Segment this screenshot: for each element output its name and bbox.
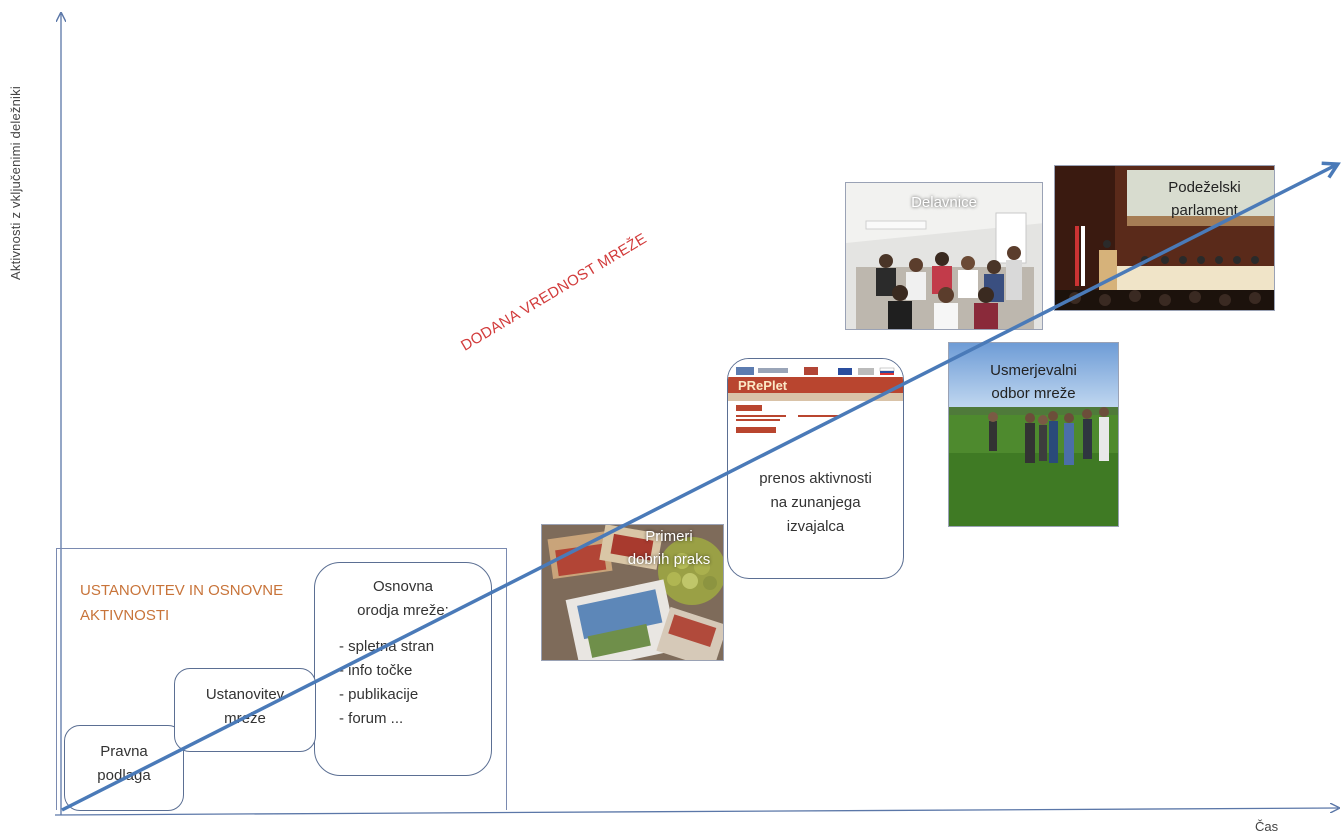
network-establishment-box: Ustanovitev mreže xyxy=(174,668,316,752)
rural-parliament-line1: Podeželski xyxy=(1168,179,1241,196)
network-establishment-line2: mreže xyxy=(224,710,266,727)
activity-transfer-line1: prenos aktivnosti xyxy=(759,470,872,487)
good-practice-label-line1: Primeri xyxy=(645,528,693,545)
rural-parliament-photo: Podeželski parlament xyxy=(1054,165,1275,311)
phase-label: USTANOVITEV IN OSNOVNE AKTIVNOSTI xyxy=(80,578,310,628)
tool-item: - info točke xyxy=(339,662,413,679)
phase-label-line2: AKTIVNOSTI xyxy=(80,607,170,624)
good-practice-label-line2: dobrih praks xyxy=(627,551,711,568)
steering-committee-line2: odbor mreže xyxy=(991,385,1076,402)
activity-transfer-box: PRePlet prenos aktivnosti na zunanjega i… xyxy=(727,358,904,579)
network-establishment-line1: Ustanovitev xyxy=(205,686,285,703)
x-axis-label: Čas xyxy=(1255,819,1279,834)
legal-basis-box: Pravna podlaga xyxy=(64,725,184,811)
legal-basis-line1: Pravna xyxy=(100,743,148,760)
basic-tools-list: - spletna stran - info točke - publikaci… xyxy=(315,635,491,731)
good-practice-photo: Primeri dobrih praks xyxy=(541,524,724,661)
basic-tools-title: Osnovna orodja mreže: xyxy=(315,563,491,623)
activity-transfer-line3: izvajalca xyxy=(786,518,845,535)
steering-committee-photo: Usmerjevalni odbor mreže xyxy=(948,342,1119,527)
steering-committee-line1: Usmerjevalni xyxy=(990,362,1077,379)
rural-parliament-line2: parlament xyxy=(1171,202,1238,219)
tool-item: - publikacije xyxy=(339,686,419,703)
y-axis-label: Aktivnosti z vključenimi deležniki xyxy=(8,86,23,280)
newsletter-title: PRePlet xyxy=(738,378,788,393)
phase-label-line1: USTANOVITEV IN OSNOVNE xyxy=(80,582,284,599)
steering-committee-label: Usmerjevalni odbor mreže xyxy=(949,359,1118,405)
good-practice-label: Primeri dobrih praks xyxy=(594,525,723,571)
rural-parliament-label: Podeželski parlament xyxy=(1095,176,1274,222)
workshops-photo: Delavnice xyxy=(845,182,1043,330)
legal-basis-line2: podlaga xyxy=(97,767,151,784)
basic-tools-box: Osnovna orodja mreže: - spletna stran - … xyxy=(314,562,492,776)
basic-tools-title-line1: Osnovna xyxy=(372,578,434,595)
workshops-label: Delavnice xyxy=(911,194,977,211)
activity-transfer-text: prenos aktivnosti na zunanjega izvajalca xyxy=(728,449,903,539)
basic-tools-title-line2: orodja mreže: xyxy=(357,602,449,619)
newsletter-image: PRePlet xyxy=(728,359,903,449)
tool-item: - spletna stran xyxy=(339,638,435,655)
tool-item: - forum ... xyxy=(339,710,404,727)
activity-transfer-line2: na zunanjega xyxy=(770,494,861,511)
